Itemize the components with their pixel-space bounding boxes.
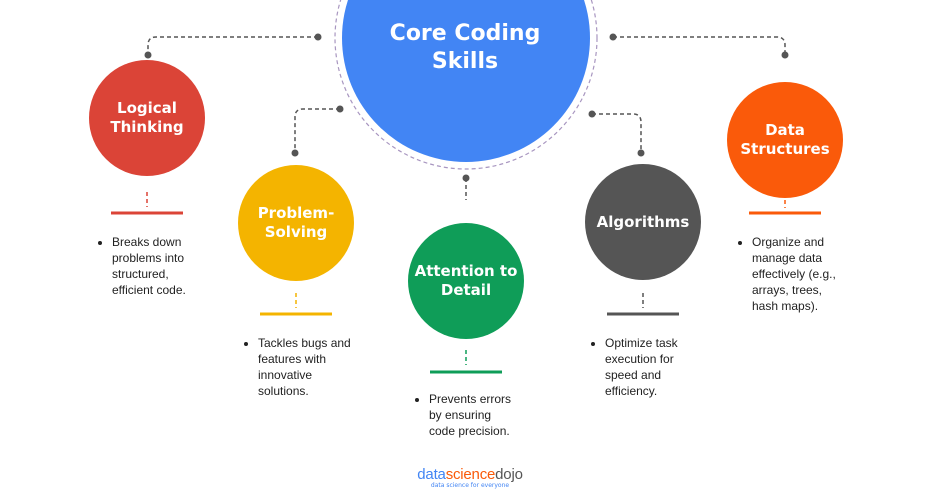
description-line: structured,	[112, 267, 169, 281]
connector-dot	[144, 51, 152, 59]
description-line: by ensuring	[429, 408, 492, 422]
connector-line	[613, 36, 786, 55]
description-bullet: Optimize task execution for speed and effic…	[605, 335, 678, 399]
skill-title: Algorithms	[585, 213, 701, 232]
description-line: innovative	[258, 368, 313, 382]
skill-description: Tackles bugs and features with innovative s…	[244, 335, 351, 399]
skill-title-line: Detail	[440, 280, 492, 299]
connector-line	[147, 36, 318, 55]
connector-dot	[314, 33, 322, 41]
description-line: efficiency.	[605, 384, 658, 398]
connector-line	[592, 113, 642, 153]
description-line: Organize and	[752, 235, 825, 249]
description-line: Breaks down	[112, 235, 182, 249]
description-line: code precision.	[429, 424, 510, 438]
skill-title-line: Attention to	[414, 262, 518, 280]
description-line: speed and	[605, 368, 662, 382]
description-line: problems into	[112, 251, 185, 265]
description-line: Tackles bugs and	[258, 336, 351, 350]
description-bullet: Breaks down problems into structured, effic…	[112, 234, 186, 298]
skill-circle	[238, 165, 354, 281]
connector-line	[294, 108, 340, 153]
skill-description: Organize and manage data effectively (e.g.…	[738, 234, 836, 314]
logo-word: science	[445, 466, 496, 483]
center-dashed-ring	[334, 0, 598, 170]
center-title-line: Core Coding	[389, 21, 541, 46]
logo-word: data	[417, 466, 446, 483]
skill-description: Optimize task execution for speed and effic…	[591, 335, 678, 399]
skill-circle	[408, 223, 524, 339]
skill-description: Prevents errors by ensuring code precision…	[415, 391, 511, 439]
skill-title-line: Data	[765, 121, 805, 139]
connector-dot	[609, 33, 617, 41]
connector-dot	[336, 105, 344, 113]
connector-dot	[291, 149, 299, 157]
description-line: features with	[258, 352, 327, 366]
skill-description: Breaks down problems into structured, effic…	[98, 234, 186, 298]
connector-dot	[637, 149, 645, 157]
skill-title-line: Algorithms	[596, 212, 690, 231]
center-title: Core Coding Skills	[365, 20, 565, 75]
skill-title-line: Logical	[117, 99, 177, 117]
logo-word: dojo	[495, 466, 523, 483]
description-line: Prevents errors	[429, 392, 512, 406]
skill-circle	[89, 60, 205, 176]
description-bullet: Organize and manage data effectively (e.g.…	[752, 234, 836, 314]
description-line: arrays, trees,	[752, 283, 823, 297]
skill-circle	[727, 82, 843, 198]
description-bullet: Tackles bugs and features with innovative s…	[258, 335, 351, 399]
connector-dot	[781, 51, 789, 59]
description-line: hash maps).	[752, 299, 819, 313]
center-circle	[342, 0, 590, 162]
skill-title-line: Thinking	[110, 117, 184, 136]
center-title-line: Skills	[431, 48, 499, 74]
description-line: manage data	[752, 251, 823, 265]
description-line: Optimize task	[605, 336, 678, 350]
logo-tagline: data science for everyone	[430, 482, 510, 489]
skill-circle	[585, 164, 701, 280]
connector-dot	[462, 174, 470, 182]
skill-title-line: Problem-	[257, 204, 335, 222]
skill-title-line: Structures	[740, 139, 830, 158]
description-line: efficient code.	[112, 283, 186, 297]
description-line: execution for	[605, 352, 674, 366]
skill-title-line: Solving	[264, 222, 328, 241]
description-line: solutions.	[258, 384, 309, 398]
description-line: effectively (e.g.,	[752, 267, 836, 281]
skill-title: Problem-Solving	[238, 204, 354, 242]
connector-dot	[588, 110, 596, 118]
description-bullet: Prevents errors by ensuring code precision…	[429, 391, 511, 439]
datasciencedojo-logo: datasciencedojo data science for everyon…	[405, 466, 535, 489]
